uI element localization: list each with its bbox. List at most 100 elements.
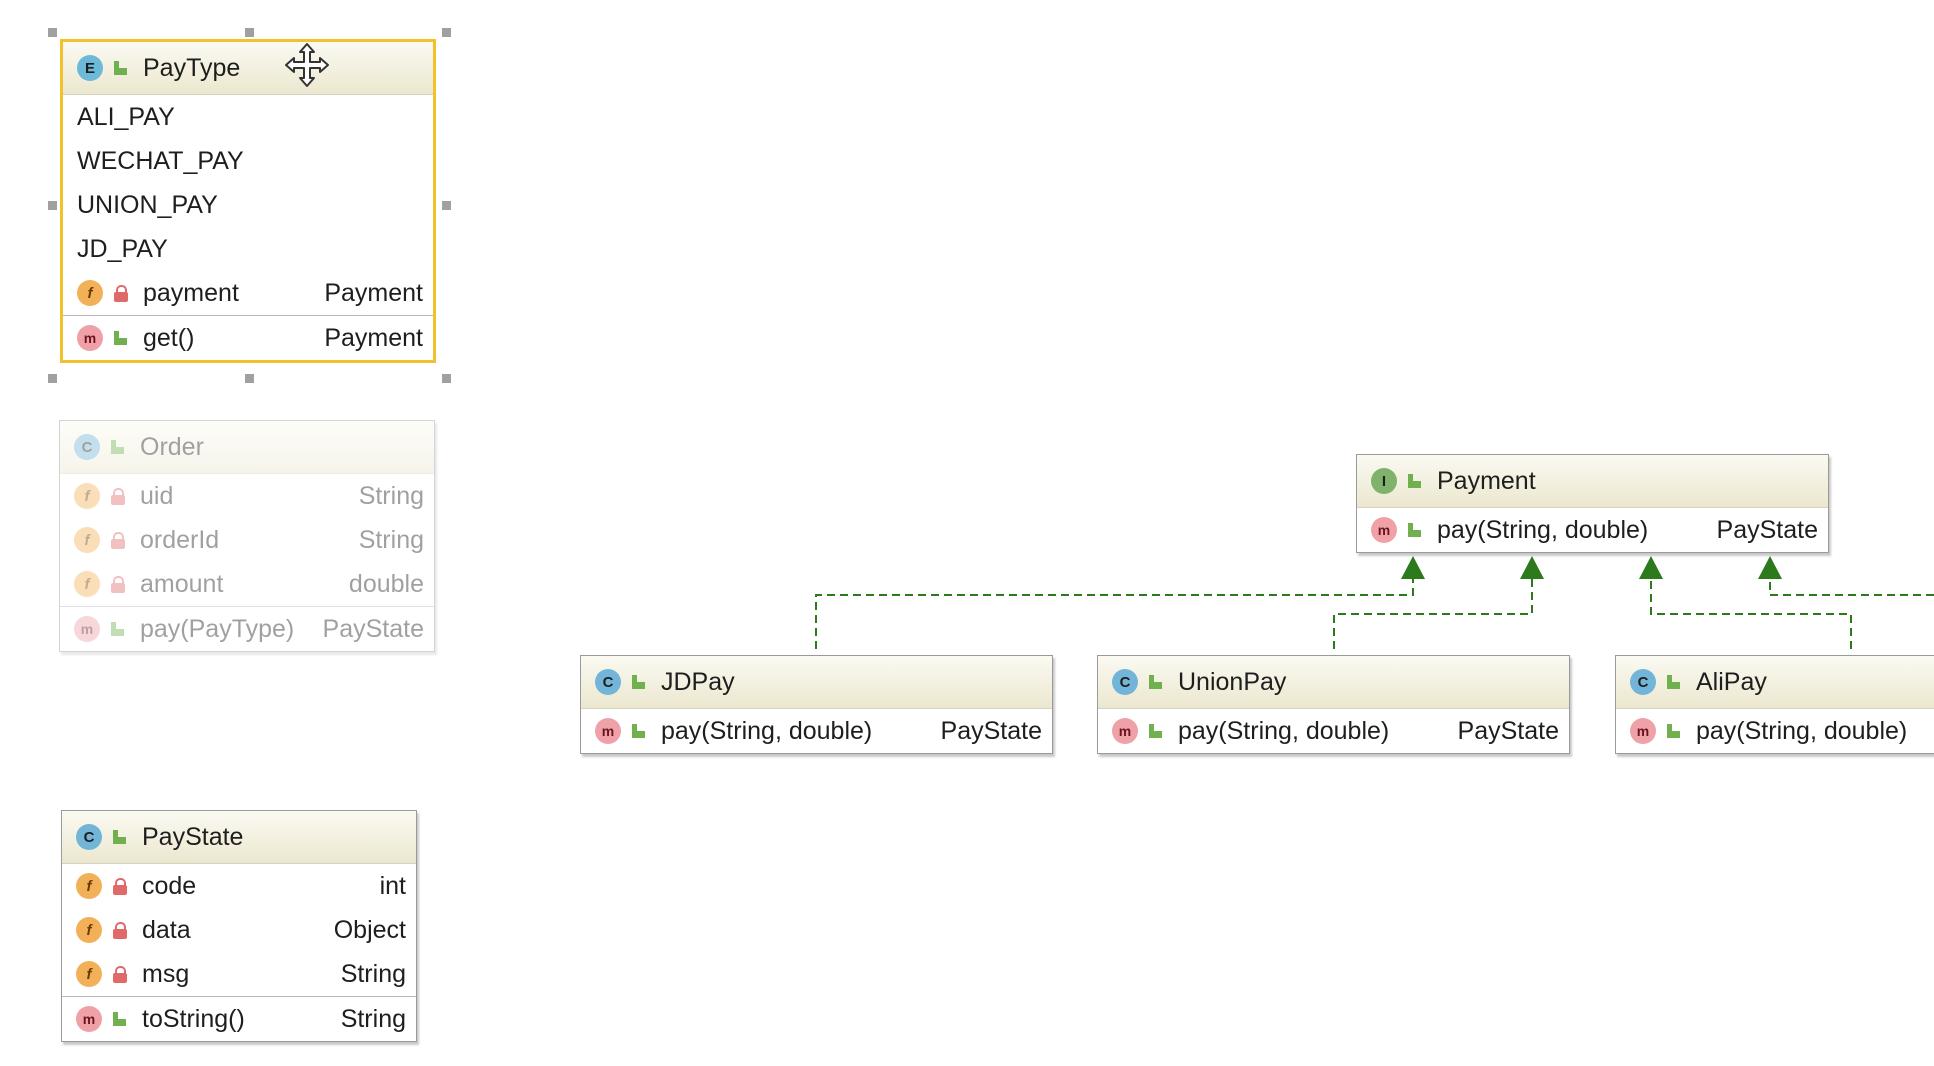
private-lock-icon bbox=[113, 284, 129, 302]
class-icon: C bbox=[74, 434, 100, 460]
public-visibility-icon bbox=[1407, 472, 1423, 490]
private-lock-icon bbox=[110, 531, 126, 549]
method-name: pay(PayType) bbox=[140, 614, 295, 643]
method-row[interactable]: m pay(String, double) bbox=[1616, 709, 1934, 753]
field-row[interactable]: f data Object bbox=[62, 908, 416, 952]
public-visibility-icon bbox=[112, 1010, 128, 1028]
field-icon: f bbox=[74, 571, 100, 597]
method-icon: m bbox=[76, 1006, 102, 1032]
class-header[interactable]: C Order bbox=[60, 421, 434, 474]
realization-unionpay-to-payment bbox=[1333, 575, 1533, 649]
resize-handle-s[interactable] bbox=[245, 374, 254, 383]
field-type: Payment bbox=[324, 278, 423, 307]
field-icon: f bbox=[74, 483, 100, 509]
class-box-jdpay[interactable]: C JDPay m pay(String, double) PayState bbox=[580, 655, 1053, 754]
class-header[interactable]: C UnionPay bbox=[1098, 656, 1569, 709]
method-row[interactable]: m pay(String, double) PayState bbox=[1098, 709, 1569, 753]
resize-handle-ne[interactable] bbox=[442, 28, 451, 37]
method-icon: m bbox=[1112, 718, 1138, 744]
method-icon: m bbox=[1630, 718, 1656, 744]
resize-handle-se[interactable] bbox=[442, 374, 451, 383]
field-row[interactable]: f payment Payment bbox=[63, 271, 433, 315]
class-name: Payment bbox=[1437, 466, 1536, 495]
field-name: orderId bbox=[140, 525, 220, 554]
class-box-order[interactable]: C Order f uid String f orderId String f … bbox=[59, 420, 435, 652]
field-row[interactable]: f code int bbox=[62, 864, 416, 908]
enum-constant[interactable]: JD_PAY bbox=[77, 234, 168, 263]
interface-box-payment[interactable]: I Payment m pay(String, double) PayState bbox=[1356, 454, 1829, 553]
class-name: UnionPay bbox=[1178, 667, 1287, 696]
method-icon: m bbox=[595, 718, 621, 744]
method-return-type: PayState bbox=[1716, 515, 1818, 544]
method-name: toString() bbox=[142, 1004, 245, 1033]
field-name: code bbox=[142, 871, 197, 900]
private-lock-icon bbox=[112, 921, 128, 939]
method-row[interactable]: m pay(String, double) PayState bbox=[581, 709, 1052, 753]
class-name: PayType bbox=[143, 53, 241, 82]
class-header[interactable]: C PayState bbox=[62, 811, 416, 864]
method-row[interactable]: m pay(String, double) PayState bbox=[1357, 508, 1828, 552]
class-header[interactable]: C AliPay bbox=[1616, 656, 1934, 709]
field-row[interactable]: f uid String bbox=[60, 474, 434, 518]
private-lock-icon bbox=[112, 877, 128, 895]
public-visibility-icon bbox=[631, 673, 647, 691]
enum-constant[interactable]: UNION_PAY bbox=[77, 190, 218, 219]
class-icon: C bbox=[76, 824, 102, 850]
class-name: PayState bbox=[142, 822, 244, 851]
enum-constant[interactable]: ALI_PAY bbox=[77, 102, 175, 131]
field-row[interactable]: f orderId String bbox=[60, 518, 434, 562]
class-header[interactable]: E PayType bbox=[63, 42, 433, 95]
field-icon: f bbox=[77, 280, 103, 306]
resize-handle-n[interactable] bbox=[245, 28, 254, 37]
method-name: get() bbox=[143, 323, 195, 352]
class-header[interactable]: C JDPay bbox=[581, 656, 1052, 709]
class-icon: C bbox=[1630, 669, 1656, 695]
field-icon: f bbox=[76, 873, 102, 899]
field-name: uid bbox=[140, 481, 174, 510]
class-name: JDPay bbox=[661, 667, 735, 696]
private-lock-icon bbox=[112, 965, 128, 983]
method-icon: m bbox=[74, 616, 100, 642]
field-name: data bbox=[142, 915, 191, 944]
field-row[interactable]: f msg String bbox=[62, 952, 416, 996]
method-return-type: Payment bbox=[324, 323, 423, 352]
public-visibility-icon bbox=[1666, 673, 1682, 691]
method-name: pay(String, double) bbox=[661, 716, 873, 745]
resize-handle-nw[interactable] bbox=[48, 28, 57, 37]
resize-handle-e[interactable] bbox=[442, 201, 451, 210]
enum-constant[interactable]: WECHAT_PAY bbox=[77, 146, 244, 175]
public-visibility-icon bbox=[113, 329, 129, 347]
method-icon: m bbox=[77, 325, 103, 351]
class-header[interactable]: I Payment bbox=[1357, 455, 1828, 508]
realization-arrowhead bbox=[1758, 556, 1782, 579]
method-return-type: String bbox=[340, 1004, 406, 1033]
field-row[interactable]: f amount double bbox=[60, 562, 434, 606]
method-row[interactable]: m toString() String bbox=[62, 996, 416, 1041]
private-lock-icon bbox=[110, 575, 126, 593]
field-icon: f bbox=[76, 917, 102, 943]
class-name: AliPay bbox=[1696, 667, 1767, 696]
class-name: Order bbox=[140, 432, 204, 461]
method-row[interactable]: m pay(PayType) PayState bbox=[60, 606, 434, 651]
public-visibility-icon bbox=[1148, 722, 1164, 740]
public-visibility-icon bbox=[1407, 521, 1423, 539]
field-name: msg bbox=[142, 959, 190, 988]
realization-arrowhead bbox=[1401, 556, 1425, 579]
class-box-unionpay[interactable]: C UnionPay m pay(String, double) PayStat… bbox=[1097, 655, 1570, 754]
method-name: pay(String, double) bbox=[1696, 716, 1908, 745]
move-cursor-icon bbox=[285, 43, 329, 87]
class-box-alipay[interactable]: C AliPay m pay(String, double) bbox=[1615, 655, 1934, 754]
class-box-paystate[interactable]: C PayState f code int f data Object f ms… bbox=[61, 810, 417, 1042]
class-box-paytype[interactable]: E PayType ALI_PAY WECHAT_PAY UNION_PAY J… bbox=[60, 39, 436, 363]
realization-alipay-to-payment bbox=[1650, 575, 1852, 649]
interface-icon: I bbox=[1371, 468, 1397, 494]
field-type: String bbox=[358, 481, 424, 510]
method-row[interactable]: m get() Payment bbox=[63, 315, 433, 360]
field-icon: f bbox=[76, 961, 102, 987]
resize-handle-w[interactable] bbox=[48, 201, 57, 210]
public-visibility-icon bbox=[1666, 722, 1682, 740]
resize-handle-sw[interactable] bbox=[48, 374, 57, 383]
private-lock-icon bbox=[110, 487, 126, 505]
